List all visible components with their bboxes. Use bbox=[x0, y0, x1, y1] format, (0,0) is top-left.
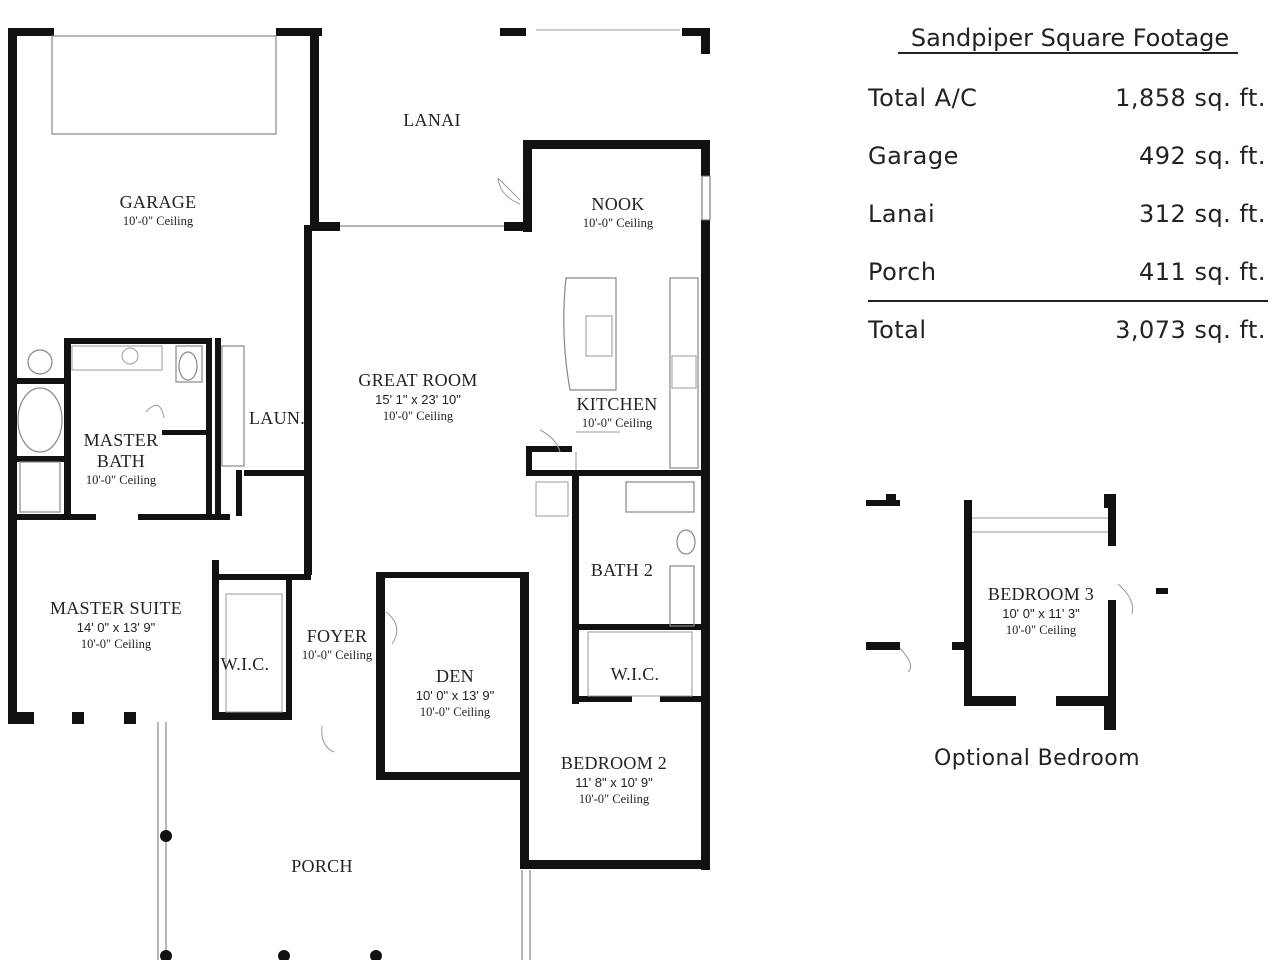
room-name: BEDROOM 3 bbox=[987, 584, 1095, 604]
room-bedroom-3: BEDROOM 3 10' 0" x 11' 3" 10'-0" Ceiling bbox=[974, 584, 1108, 638]
room-bath-2: BATH 2 bbox=[580, 560, 664, 581]
room-name: BATH 2 bbox=[590, 560, 654, 580]
sf-row-value: 492 sq. ft. bbox=[1139, 142, 1266, 170]
room-laundry: LAUN. bbox=[242, 408, 312, 429]
sf-row-value: 411 sq. ft. bbox=[1139, 258, 1266, 286]
room-porch: PORCH bbox=[272, 856, 372, 877]
room-name: MASTER SUITE bbox=[49, 598, 183, 618]
room-name: FOYER bbox=[306, 626, 368, 646]
room-name: DEN bbox=[436, 666, 474, 686]
room-dimensions: 10' 0" x 13' 9" bbox=[415, 688, 495, 703]
room-ceiling: 10'-0" Ceiling bbox=[85, 473, 157, 487]
room-ceiling: 10'-0" Ceiling bbox=[1005, 623, 1077, 637]
room-master-bath: MASTER BATH 10'-0" Ceiling bbox=[66, 430, 176, 488]
room-dimensions: 11' 8" x 10' 9" bbox=[575, 775, 653, 790]
fixtures bbox=[17, 29, 1134, 960]
room-ceiling: 10'-0" Ceiling bbox=[301, 648, 373, 662]
room-wic-2: W.I.C. bbox=[600, 664, 670, 685]
room-name: W.I.C. bbox=[610, 664, 660, 684]
room-name: BATH bbox=[96, 451, 146, 471]
sf-row-label: Garage bbox=[868, 142, 959, 170]
room-wic-master: W.I.C. bbox=[212, 654, 278, 675]
room-name: LANAI bbox=[403, 110, 461, 130]
room-dimensions: 15' 1" x 23' 10" bbox=[375, 392, 461, 407]
total-divider bbox=[868, 300, 1268, 302]
optional-bedroom-caption: Optional Bedroom bbox=[934, 746, 1140, 771]
title-underline bbox=[898, 52, 1238, 54]
room-dimensions: 14' 0" x 13' 9" bbox=[76, 620, 156, 635]
sf-total-label: Total bbox=[868, 316, 927, 344]
exterior-walls bbox=[8, 28, 1168, 870]
room-bedroom-2: BEDROOM 2 11' 8" x 10' 9" 10'-0" Ceiling bbox=[548, 753, 680, 807]
room-nook: NOOK 10'-0" Ceiling bbox=[558, 194, 678, 231]
room-den: DEN 10' 0" x 13' 9" 10'-0" Ceiling bbox=[395, 666, 515, 720]
room-ceiling: 10'-0" Ceiling bbox=[80, 637, 152, 651]
room-ceiling: 10'-0" Ceiling bbox=[122, 214, 194, 228]
room-name: PORCH bbox=[291, 856, 353, 876]
room-name: LAUN. bbox=[249, 408, 305, 428]
room-name: BEDROOM 2 bbox=[560, 753, 668, 773]
room-name: GREAT ROOM bbox=[358, 370, 478, 390]
sf-row-label: Lanai bbox=[868, 200, 936, 228]
room-master-suite: MASTER SUITE 14' 0" x 13' 9" 10'-0" Ceil… bbox=[36, 598, 196, 652]
room-ceiling: 10'-0" Ceiling bbox=[581, 416, 653, 430]
room-lanai: LANAI bbox=[372, 110, 492, 131]
room-ceiling: 10'-0" Ceiling bbox=[578, 792, 650, 806]
sf-row-label: Total A/C bbox=[868, 84, 978, 112]
square-footage-title: Sandpiper Square Footage bbox=[910, 24, 1230, 52]
room-ceiling: 10'-0" Ceiling bbox=[382, 409, 454, 423]
room-dimensions: 10' 0" x 11' 3" bbox=[1002, 606, 1080, 621]
room-foyer: FOYER 10'-0" Ceiling bbox=[292, 626, 382, 663]
room-name: W.I.C. bbox=[220, 654, 270, 674]
sf-row-value: 312 sq. ft. bbox=[1139, 200, 1266, 228]
room-name: KITCHEN bbox=[576, 394, 658, 414]
sf-row-value: 1,858 sq. ft. bbox=[1115, 84, 1266, 112]
sf-total-value: 3,073 sq. ft. bbox=[1115, 316, 1266, 344]
room-name: NOOK bbox=[591, 194, 645, 214]
room-ceiling: 10'-0" Ceiling bbox=[419, 705, 491, 719]
room-kitchen: KITCHEN 10'-0" Ceiling bbox=[557, 394, 677, 431]
room-garage: GARAGE 10'-0" Ceiling bbox=[98, 192, 218, 229]
room-name: MASTER bbox=[83, 430, 159, 450]
room-name: GARAGE bbox=[119, 192, 197, 212]
room-great-room: GREAT ROOM 15' 1" x 23' 10" 10'-0" Ceili… bbox=[338, 370, 498, 424]
sf-row-label: Porch bbox=[868, 258, 937, 286]
room-ceiling: 10'-0" Ceiling bbox=[582, 216, 654, 230]
